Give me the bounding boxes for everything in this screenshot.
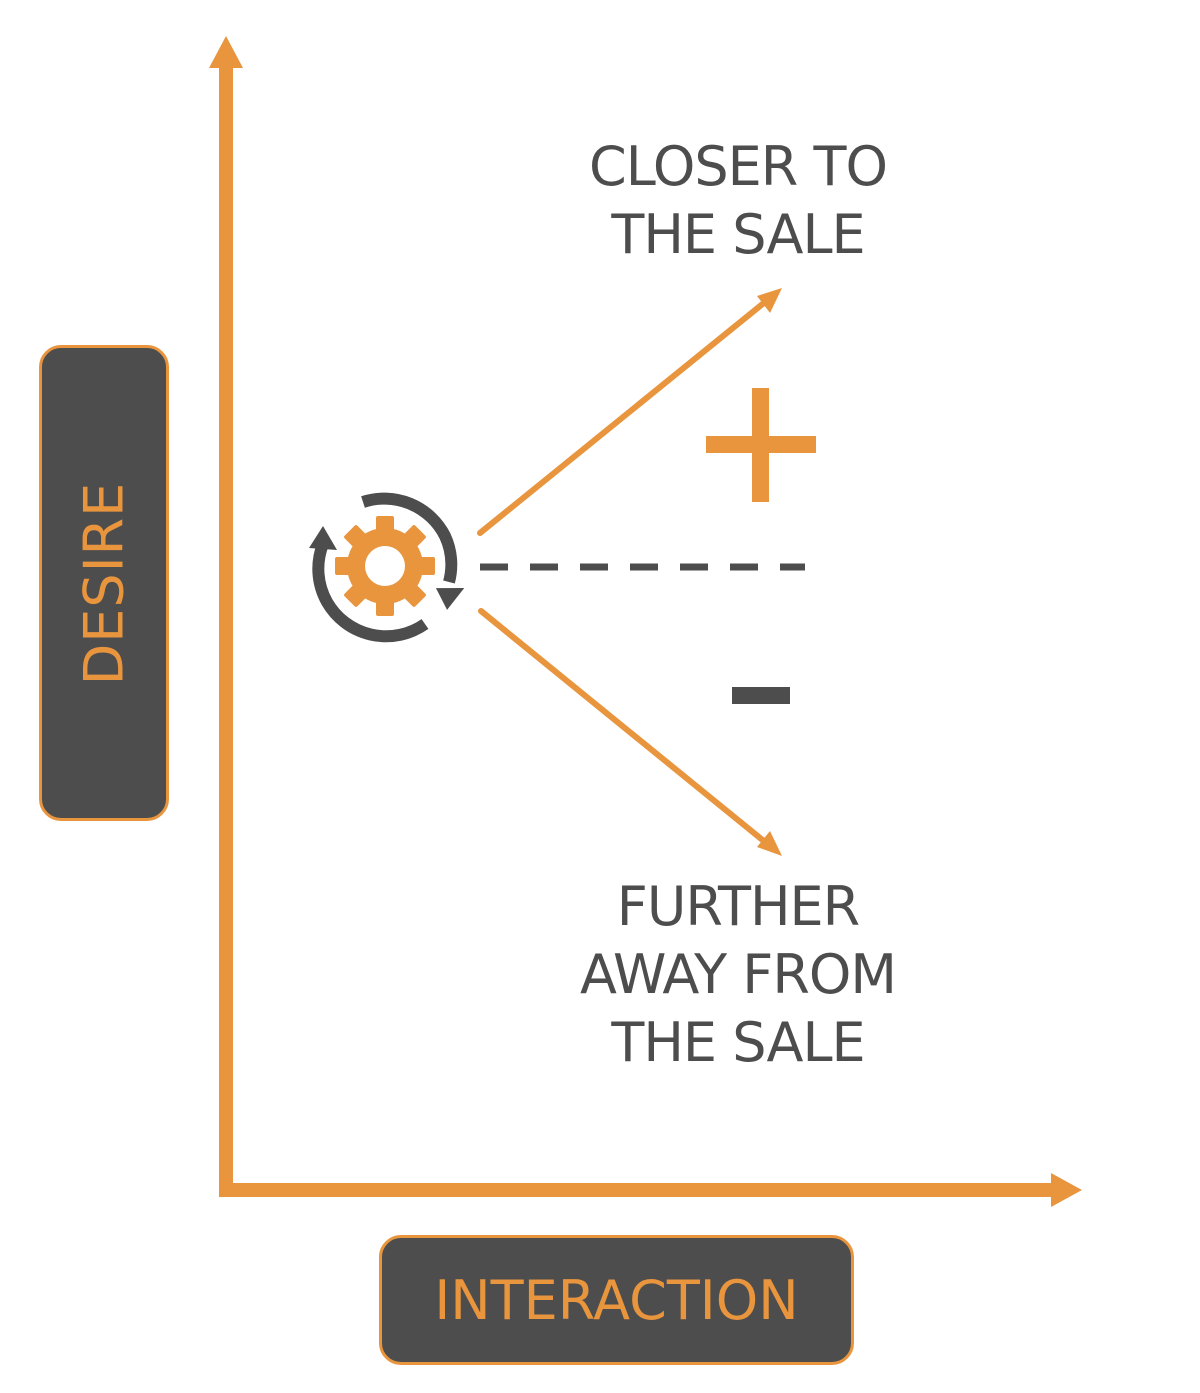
- gear-cycle-icon: [309, 492, 465, 643]
- x-axis-label: INTERACTION: [434, 1268, 799, 1332]
- further-line-2: AWAY FROM: [579, 943, 897, 1006]
- closer-to-sale-label: CLOSER TO THE SALE: [538, 133, 938, 269]
- y-axis-label-box: DESIRE: [39, 345, 169, 821]
- closer-arrow: [477, 288, 782, 536]
- closer-line-2: THE SALE: [611, 203, 865, 266]
- further-from-sale-label: FURTHER AWAY FROM THE SALE: [518, 873, 958, 1077]
- minus-icon: [732, 687, 790, 704]
- y-axis-label: DESIRE: [72, 481, 136, 685]
- closer-line-1: CLOSER TO: [589, 135, 888, 198]
- y-axis-arrow: [209, 36, 243, 1196]
- further-line-3: THE SALE: [611, 1011, 865, 1074]
- further-line-1: FURTHER: [616, 875, 860, 938]
- plus-icon: [706, 388, 816, 502]
- x-axis-label-box: INTERACTION: [379, 1235, 854, 1365]
- x-axis-arrow: [219, 1173, 1082, 1207]
- further-arrow: [478, 608, 782, 856]
